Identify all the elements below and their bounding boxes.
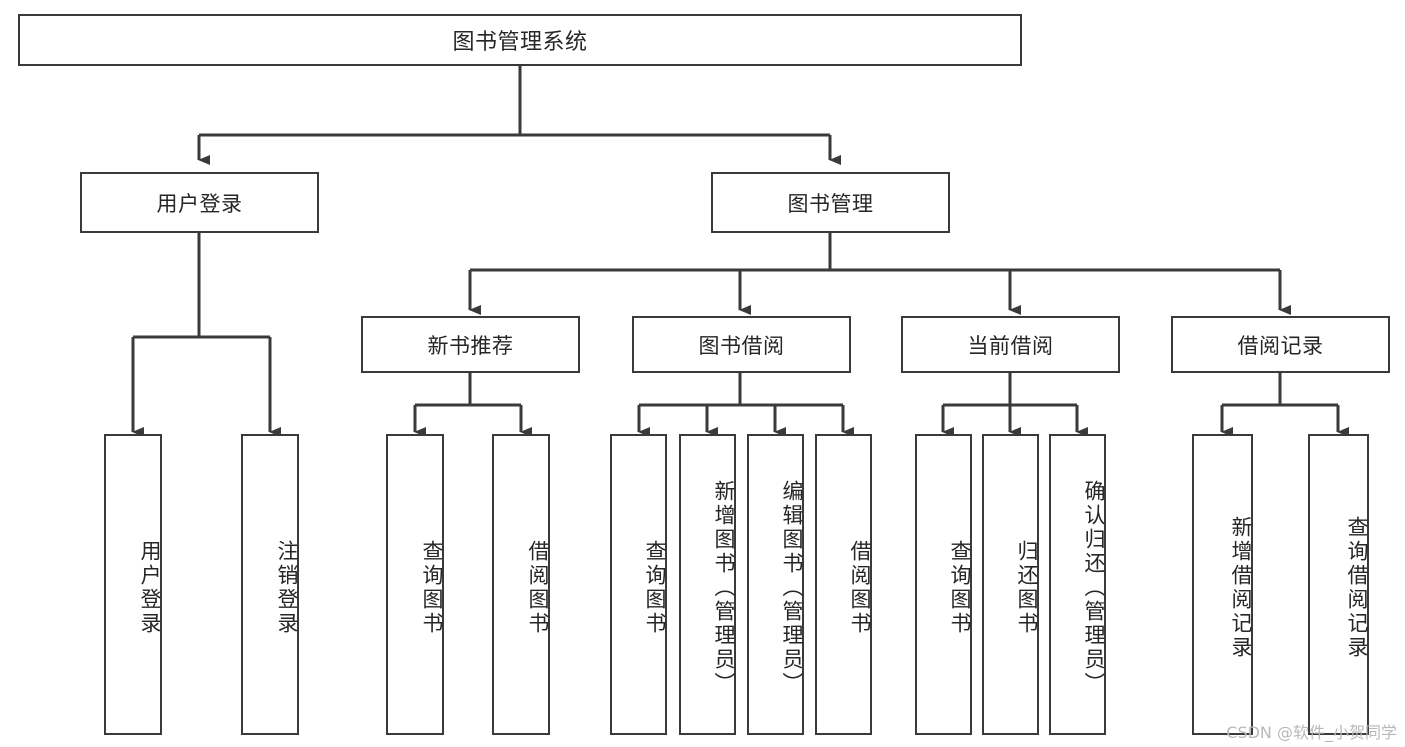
node-label: 借阅图书 — [848, 539, 872, 636]
node-new-book-recommend[interactable]: 新书推荐 — [361, 316, 580, 373]
node-label: 借阅图书 — [526, 539, 550, 636]
leaf-borrow-book[interactable]: 借阅图书 — [815, 434, 872, 735]
node-label: 用户登录 — [156, 191, 243, 216]
leaf-edit-book-admin[interactable]: 编辑图书（管理员） — [747, 434, 804, 735]
node-label: 借阅记录 — [1237, 333, 1324, 358]
node-label: 新增图书（管理员） — [712, 479, 736, 696]
node-label: 编辑图书（管理员） — [780, 479, 804, 696]
leaf-query-book-borrow[interactable]: 查询图书 — [610, 434, 667, 735]
node-label: 查询借阅记录 — [1345, 515, 1369, 660]
node-label: 查询图书 — [420, 539, 444, 636]
node-book-management[interactable]: 图书管理 — [711, 172, 950, 233]
node-label: 注销登录 — [275, 539, 299, 636]
node-label: 图书管理系统 — [452, 30, 588, 55]
node-label: 新书推荐 — [427, 333, 514, 358]
leaf-borrow-book-recommend[interactable]: 借阅图书 — [492, 434, 550, 735]
leaf-add-borrow-record[interactable]: 新增借阅记录 — [1192, 434, 1253, 735]
leaf-return-book[interactable]: 归还图书 — [982, 434, 1039, 735]
node-book-borrow[interactable]: 图书借阅 — [632, 316, 851, 373]
leaf-add-book-admin[interactable]: 新增图书（管理员） — [679, 434, 736, 735]
node-label: 确认归还（管理员） — [1082, 479, 1106, 696]
watermark-text: CSDN @软件_小贺同学 — [1226, 723, 1397, 742]
leaf-confirm-return-admin[interactable]: 确认归还（管理员） — [1049, 434, 1106, 735]
node-label: 用户登录 — [138, 539, 162, 636]
node-label: 新增借阅记录 — [1229, 515, 1253, 660]
node-label: 归还图书 — [1015, 539, 1039, 636]
node-label: 查询图书 — [643, 539, 667, 636]
node-current-borrow[interactable]: 当前借阅 — [901, 316, 1120, 373]
node-label: 图书借阅 — [698, 333, 785, 358]
node-label: 当前借阅 — [967, 333, 1054, 358]
node-borrow-records[interactable]: 借阅记录 — [1171, 316, 1390, 373]
node-label: 查询图书 — [948, 539, 972, 636]
leaf-query-book-current[interactable]: 查询图书 — [915, 434, 972, 735]
node-user-login[interactable]: 用户登录 — [80, 172, 319, 233]
leaf-query-borrow-record[interactable]: 查询借阅记录 — [1308, 434, 1369, 735]
leaf-query-book-recommend[interactable]: 查询图书 — [386, 434, 444, 735]
leaf-user-login[interactable]: 用户登录 — [104, 434, 162, 735]
node-label: 图书管理 — [787, 191, 874, 216]
leaf-logout[interactable]: 注销登录 — [241, 434, 299, 735]
node-root-system[interactable]: 图书管理系统 — [18, 14, 1022, 66]
